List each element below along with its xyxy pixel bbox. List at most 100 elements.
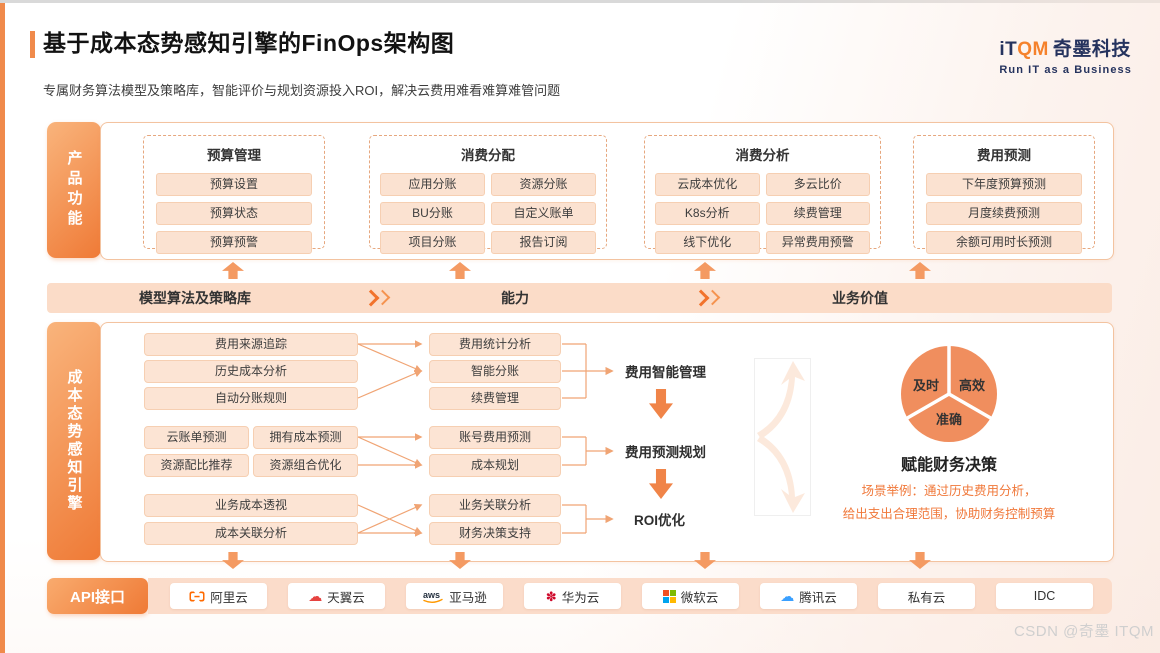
aws-icon: aws — [423, 590, 443, 603]
api-interface-tab: API接口 — [47, 578, 148, 614]
group-budget-management: 预算管理 预算设置 预算状态 预算预警 — [143, 135, 325, 254]
outcome-description-line1: 场景举例：通过历史费用分析， — [861, 484, 1037, 498]
provider-label: 微软云 — [680, 590, 719, 605]
provider-label: 腾讯云 — [799, 590, 837, 605]
provider-microsoft-cloud: 微软云 — [642, 583, 739, 609]
provider-label: IDC — [1033, 589, 1056, 603]
logo-it: iT — [999, 39, 1018, 60]
feature-pill: 预算设置 — [156, 173, 312, 196]
up-arrow-icon — [449, 262, 471, 279]
alibaba-cloud-icon — [189, 591, 205, 601]
feature-pill: 余额可用时长预测 — [926, 231, 1082, 254]
bracket-connector — [562, 436, 614, 466]
feature-pill: 预算状态 — [156, 202, 312, 225]
up-arrow-icon — [694, 262, 716, 279]
feature-pill: 资源分账 — [491, 173, 596, 196]
microsoft-icon — [662, 589, 676, 603]
feature-pill: 应用分账 — [380, 173, 485, 196]
down-arrow-icon — [649, 389, 673, 419]
provider-label: 亚马逊 — [449, 590, 487, 605]
cloud-provider-band: 阿里云 ☁ 天翼云 aws 亚马逊 ✽ 华为云 微软云 ☁ 腾讯云 私有云 — [148, 578, 1112, 614]
ctyun-cloud-icon: ☁ — [308, 588, 323, 604]
feature-pill: 下年度预算预测 — [926, 173, 1082, 196]
svg-text:aws: aws — [423, 590, 440, 600]
engine-pill: 业务成本透视 — [144, 494, 358, 517]
pie-chart: 及时 高效 准确 — [901, 345, 997, 442]
band-item-capability: 能力 — [501, 290, 529, 306]
pie-slice-label: 准确 — [936, 412, 962, 427]
capability-label-smart-cost: 费用智能管理 — [625, 365, 706, 380]
provider-huawei-cloud: ✽ 华为云 — [524, 583, 621, 609]
group-title: 预算管理 — [207, 148, 261, 163]
group-consumption-allocation: 消费分配 应用分账 资源分账 BU分账 自定义账单 项目分账 报告订阅 — [369, 135, 607, 254]
provider-ctyun: ☁ 天翼云 — [288, 583, 385, 609]
group-consumption-analysis: 消费分析 云成本优化 多云比价 K8s分析 续费管理 线下优化 异常费用预警 — [644, 135, 881, 254]
engine-pill: 成本规划 — [429, 454, 561, 477]
cost-awareness-engine-panel: 费用来源追踪 历史成本分析 自动分账规则 云账单预测 拥有成本预测 资源配比推荐… — [100, 322, 1114, 562]
outcome-description-line2: 给出支出合理范围，协助财务控制预算 — [842, 507, 1056, 521]
title-accent-bar — [30, 31, 35, 58]
engine-pill: 自动分账规则 — [144, 387, 358, 410]
up-arrow-icon — [909, 262, 931, 279]
cost-awareness-engine-tab: 成本态势感知引擎 — [47, 322, 101, 560]
engine-pill: 续费管理 — [429, 387, 561, 410]
watermark: CSDN @奇墨 ITQM — [1013, 623, 1154, 640]
engine-pill: 拥有成本预测 — [253, 426, 358, 449]
connector-lines — [357, 433, 423, 469]
cost-awareness-engine-tab-label: 成本态势感知引擎 — [65, 369, 83, 513]
api-interface-tab-label: API接口 — [69, 588, 125, 606]
top-border — [0, 0, 1160, 3]
capability-label-roi-optimization: ROI优化 — [634, 513, 686, 528]
chevron-right-icon — [692, 289, 721, 307]
down-arrow-icon — [649, 469, 673, 499]
page-title: 基于成本态势感知引擎的FinOps架构图 — [43, 30, 455, 56]
feature-pill: 月度续费预测 — [926, 202, 1082, 225]
band-item-business-value: 业务价值 — [832, 290, 888, 306]
engine-pill: 资源配比推荐 — [144, 454, 249, 477]
provider-private-cloud: 私有云 — [878, 583, 975, 609]
engine-pill: 云账单预测 — [144, 426, 249, 449]
provider-label: 华为云 — [561, 590, 600, 605]
provider-alibaba-cloud: 阿里云 — [170, 583, 267, 609]
feature-pill: 自定义账单 — [491, 202, 596, 225]
left-accent-bar — [0, 3, 5, 653]
bracket-connector — [562, 343, 614, 399]
provider-aws: aws 亚马逊 — [406, 583, 503, 609]
feature-pill: 多云比价 — [765, 173, 870, 196]
engine-pill: 业务关联分析 — [429, 494, 561, 517]
feature-pill: 预算预警 — [156, 231, 312, 254]
engine-pill: 历史成本分析 — [144, 360, 358, 383]
feature-pill: 续费管理 — [765, 202, 870, 225]
product-functions-tab-label: 产品功能 — [65, 150, 83, 230]
engine-pill: 智能分账 — [429, 360, 561, 383]
capability-band: 模型算法及策略库 能力 业务价值 — [47, 283, 1112, 313]
group-cost-forecast: 费用预测 下年度预算预测 月度续费预测 余额可用时长预测 — [913, 135, 1095, 254]
capability-label-forecast-planning: 费用预测规划 — [625, 445, 706, 460]
provider-idc: IDC — [996, 583, 1093, 609]
engine-pill: 财务决策支持 — [429, 522, 561, 545]
feature-pill: K8s分析 — [655, 202, 760, 225]
product-functions-tab: 产品功能 — [47, 122, 101, 258]
bracket-connector — [562, 504, 614, 534]
decorative-split-arrows-icon — [754, 358, 811, 516]
brand-tagline: Run IT as a Business — [999, 64, 1132, 76]
feature-pill: 报告订阅 — [491, 231, 596, 254]
huawei-icon: ✽ — [545, 588, 557, 604]
provider-label: 私有云 — [907, 590, 946, 605]
feature-pill: 云成本优化 — [655, 173, 760, 196]
feature-pill: 项目分账 — [380, 231, 485, 254]
connector-lines — [357, 503, 423, 537]
engine-pill: 费用来源追踪 — [144, 333, 358, 356]
provider-label: 天翼云 — [327, 590, 365, 605]
product-functions-panel: 预算管理 预算设置 预算状态 预算预警 消费分配 应用分账 资源分账 BU分账 … — [100, 122, 1114, 260]
chevron-right-icon — [362, 289, 391, 307]
group-title: 费用预测 — [977, 148, 1031, 163]
logo-company-name: 奇墨科技 — [1052, 39, 1131, 60]
engine-pill: 资源组合优化 — [253, 454, 358, 477]
page-subtitle: 专属财务算法模型及策略库，智能评价与规划资源投入ROI，解决云费用难看难算难管问… — [43, 83, 561, 98]
outcome-title: 赋能财务决策 — [900, 457, 997, 474]
provider-label: 阿里云 — [210, 590, 248, 605]
